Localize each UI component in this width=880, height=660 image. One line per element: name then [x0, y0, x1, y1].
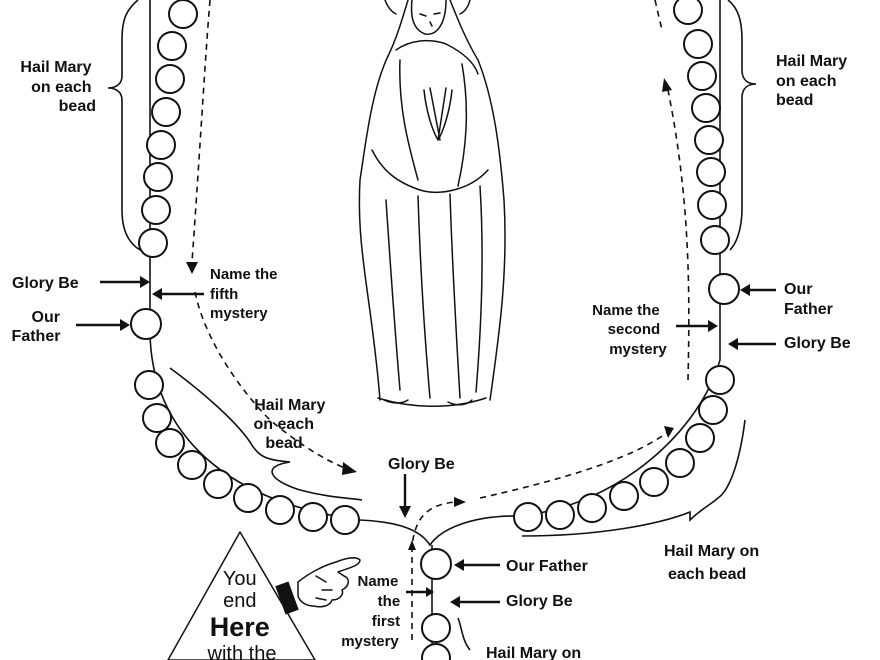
- bead: [143, 162, 173, 192]
- lower-right-decade-beads: [513, 365, 735, 532]
- second-decade-dashed-path: [479, 431, 669, 499]
- bead: [177, 450, 207, 480]
- bead: [685, 423, 715, 453]
- bead: [683, 29, 713, 59]
- right-decade-beads: [673, 0, 730, 255]
- virgin-mary-figure: [358, 0, 506, 407]
- our-father-bottom-label: Our Father: [506, 558, 588, 575]
- fifth-mystery-arrow: [152, 288, 204, 300]
- glory-be-bottom-arrow: [450, 596, 500, 608]
- fifth-mystery-label: Name the fifth mystery: [210, 266, 282, 322]
- bead: [265, 495, 295, 525]
- bead: [697, 190, 727, 220]
- bead: [698, 395, 728, 425]
- bead: [705, 365, 735, 395]
- bead: [577, 493, 607, 523]
- bead: [134, 370, 164, 400]
- bead: [146, 130, 176, 160]
- lower-left-decade-beads: [134, 370, 360, 535]
- glory-be-center-label: Glory Be: [388, 456, 455, 473]
- left-decade-beads: [138, 0, 198, 258]
- lower-right-brace: [521, 419, 746, 537]
- hail-mary-right-label: Hail Mary on each bead: [776, 53, 852, 109]
- hail-mary-bottom-label: Hail Mary on: [486, 645, 581, 660]
- our-father-right-arrow: [740, 284, 776, 296]
- our-father-left-arrow: [76, 319, 130, 331]
- second-mystery-label: Name the second mystery: [592, 302, 667, 358]
- our-father-bottom-arrow: [454, 559, 500, 571]
- bead: [330, 505, 360, 535]
- hail-mary-center-label: Hail Mary on each bead: [254, 397, 330, 452]
- right-decade-brace: [727, 0, 757, 251]
- bead: [203, 469, 233, 499]
- bead: [696, 157, 726, 187]
- end-here-triangle: [167, 531, 316, 660]
- fifth-mystery-dashed-path: [191, 0, 211, 263]
- lower-left-brace: [169, 367, 363, 501]
- bead: [694, 125, 724, 155]
- bead: [609, 481, 639, 511]
- bead: [687, 61, 717, 91]
- center-dashed-path: [194, 291, 346, 469]
- our-father-bead-left: [130, 308, 162, 340]
- glory-be-center-arrow: [399, 474, 411, 518]
- rosary-cord: [149, 0, 721, 547]
- pointing-hand-icon: [275, 557, 361, 615]
- left-decade-brace: [107, 0, 141, 251]
- bead: [665, 448, 695, 478]
- our-father-bead-right: [708, 273, 740, 305]
- bead: [155, 428, 185, 458]
- bead: [138, 228, 168, 258]
- our-father-bead-bottom: [420, 548, 452, 580]
- bead: [233, 483, 263, 513]
- bead: [639, 467, 669, 497]
- bead: [700, 225, 730, 255]
- glory-be-right-arrow: [728, 338, 776, 350]
- second-mystery-arrow: [676, 320, 718, 332]
- bead: [691, 93, 721, 123]
- bead: [157, 31, 187, 61]
- end-here-text: You end Here with the: [207, 568, 277, 660]
- bead: [545, 500, 575, 530]
- bead: [142, 403, 172, 433]
- bead: [513, 502, 543, 532]
- glory-be-bottom-label: Glory Be: [506, 593, 573, 610]
- first-mystery-arrow: [406, 587, 434, 597]
- first-mystery-label: Name the first mystery: [341, 573, 404, 650]
- second-mystery-dashed-path: [667, 89, 690, 381]
- bead: [168, 0, 198, 29]
- our-father-left-label: Our Father: [12, 309, 65, 345]
- hail-mary-left-label: Hail Mary on each bead: [20, 59, 96, 115]
- bead: [421, 643, 451, 660]
- glory-be-right-label: Glory Be: [784, 335, 851, 352]
- first-mystery-dashed-path: [411, 501, 456, 640]
- bottom-brace: [457, 617, 471, 651]
- bead: [298, 502, 328, 532]
- hail-mary-bottom-right-label: Hail Mary on each bead: [664, 543, 764, 583]
- our-father-right-label: Our Father: [784, 281, 833, 318]
- bead: [421, 613, 451, 643]
- bead: [673, 0, 703, 25]
- bead: [151, 97, 181, 127]
- glory-be-left-label: Glory Be: [12, 275, 79, 292]
- top-right-dashed-path: [654, 0, 663, 31]
- bead: [141, 195, 171, 225]
- glory-be-left-arrow: [100, 276, 150, 288]
- bead: [155, 64, 185, 94]
